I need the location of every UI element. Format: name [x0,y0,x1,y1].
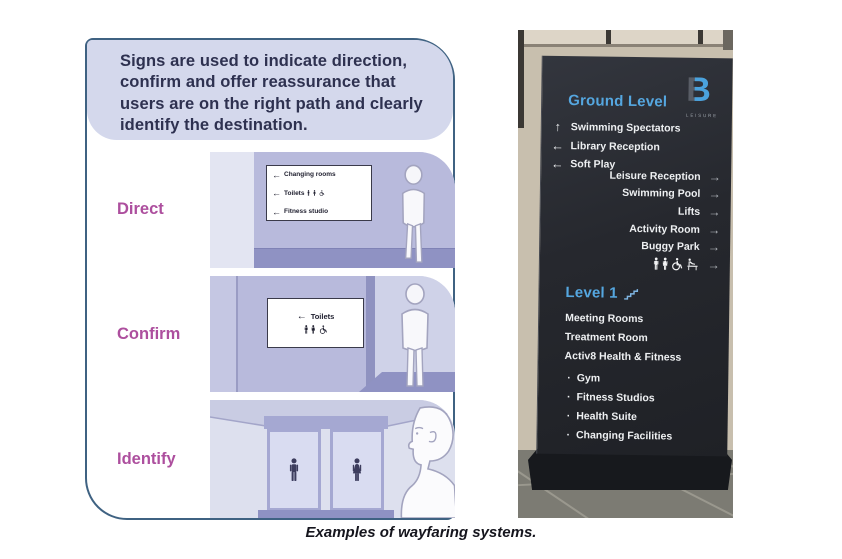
sign-line-label: Toilets [284,189,305,197]
direction-row: Buggy Park → [608,237,720,256]
wheelchair-icon [671,258,684,271]
direction-row: Leisure Reception → [609,167,722,186]
person-head-silhouette [400,406,455,518]
direction-row: Lifts → [609,202,721,221]
mens-toilet-door [267,429,321,511]
man-icon [288,458,300,482]
panel-direct-illustration: ← Changing rooms ← Toilets ← Fitness stu… [210,152,455,268]
sign-line: ← Changing rooms [272,169,366,180]
floor [254,248,455,268]
sign-line-label: Fitness studio [284,208,329,215]
man-icon [653,258,660,271]
person-walking-silhouette [401,164,426,263]
destination-label: Activ8 Health & Fitness [564,350,682,364]
wayfinding-sign-photo: B B LEISURE Ground Level ↑ Swimming Spec… [518,30,733,518]
ground-level-heading: Ground Level [568,92,668,111]
stairs-icon [624,287,640,299]
wheelchair-icon [319,190,325,196]
window-frame [698,30,703,44]
sub-destination-label: Health Suite [567,410,673,430]
direction-row: ← Library Reception [550,136,680,156]
womens-toilet-door [330,429,384,511]
sign-icons [304,325,328,334]
window-frame [606,30,611,44]
destination-label: Treatment Room [564,331,648,345]
direction-row: ↑ Swimming Spectators [551,118,681,138]
ground-right-directions: Leisure Reception → Swimming Pool → Lift… [608,167,722,275]
toilets-direction-row: → [608,255,720,275]
direction-sign: ← Changing rooms ← Toilets ← Fitness stu… [266,165,372,221]
left-arrow-icon: ← [272,188,281,198]
label-identify: Identify [117,450,176,468]
woman-icon [662,258,669,271]
right-arrow-icon: → [708,187,721,202]
man-icon [307,190,310,196]
leisure-logo: B B LEISURE [684,71,721,119]
wheelchair-icon [319,325,328,334]
sign-board: B B LEISURE Ground Level ↑ Swimming Spec… [536,55,733,457]
level1-title-label: Level 1 [565,284,618,302]
window-band [518,30,733,47]
person-standing-silhouette [401,283,429,387]
destination-label: Swimming Pool [622,187,701,201]
threshold [258,510,394,518]
wall [210,276,238,392]
level1-sub-destinations: Gym Fitness Studios Health Suite Changin… [566,372,673,449]
logo-caption: LEISURE [685,112,718,119]
destination-label: Lifts [677,205,701,218]
right-arrow-icon: → [708,169,722,184]
sub-destination-label: Gym [567,372,673,392]
up-arrow-icon: ↑ [554,120,562,135]
level1-heading: Level 1 [565,284,640,302]
destination-label: Leisure Reception [609,169,701,183]
destination-label: Buggy Park [641,240,700,254]
right-arrow-icon: → [708,205,721,220]
facility-icons [653,258,700,272]
right-arrow-icon: → [707,257,720,273]
window-frame [518,30,524,128]
confirmation-sign: ← Toilets [267,298,364,348]
destination-label: Activity Room [629,222,700,236]
sign-line: ← Toilets [296,310,335,322]
level1-destinations: Meeting Rooms Treatment Room Activ8 Heal… [564,312,682,371]
panel-confirm-illustration: ← Toilets [210,276,455,392]
woman-icon [351,458,363,482]
left-arrow-icon: ← [296,310,307,322]
sub-destination-label: Changing Facilities [566,429,672,449]
intro-text: Signs are used to indicate direction, co… [87,40,453,140]
sign-line: ← Toilets [272,188,366,198]
sign-line: ← Fitness studio [272,206,366,217]
destination-label: Soft Play [570,158,616,171]
left-arrow-icon: ← [550,157,564,172]
baby-change-icon [686,258,699,271]
destination-label: Meeting Rooms [565,312,644,326]
right-arrow-icon: → [707,222,721,237]
sign-line-label: Toilets [310,312,335,321]
left-arrow-icon: ← [272,206,281,217]
door-jamb [366,276,375,392]
wayfinding-infographic: Signs are used to indicate direction, co… [85,38,455,520]
direction-row: Swimming Pool → [609,184,721,203]
window-frame [723,30,733,50]
left-arrow-icon: ← [551,138,564,153]
figure-caption: Examples of wayfaring systems. [305,524,537,541]
panel-identify-illustration [210,400,455,518]
label-confirm: Confirm [117,325,181,343]
woman-icon [311,325,316,334]
woman-icon [313,190,316,196]
destination-label: Swimming Spectators [570,121,681,135]
man-icon [304,325,309,334]
door-lintel [264,416,388,429]
direction-row: Activity Room → [609,219,721,238]
label-direct: Direct [117,200,164,218]
right-arrow-icon: → [707,240,721,255]
sub-destination-label: Fitness Studios [567,391,673,411]
logo-letter: B B [684,71,720,110]
sign-line-label: Changing rooms [284,171,336,178]
left-arrow-icon: ← [272,169,281,180]
destination-label: Library Reception [570,139,660,154]
